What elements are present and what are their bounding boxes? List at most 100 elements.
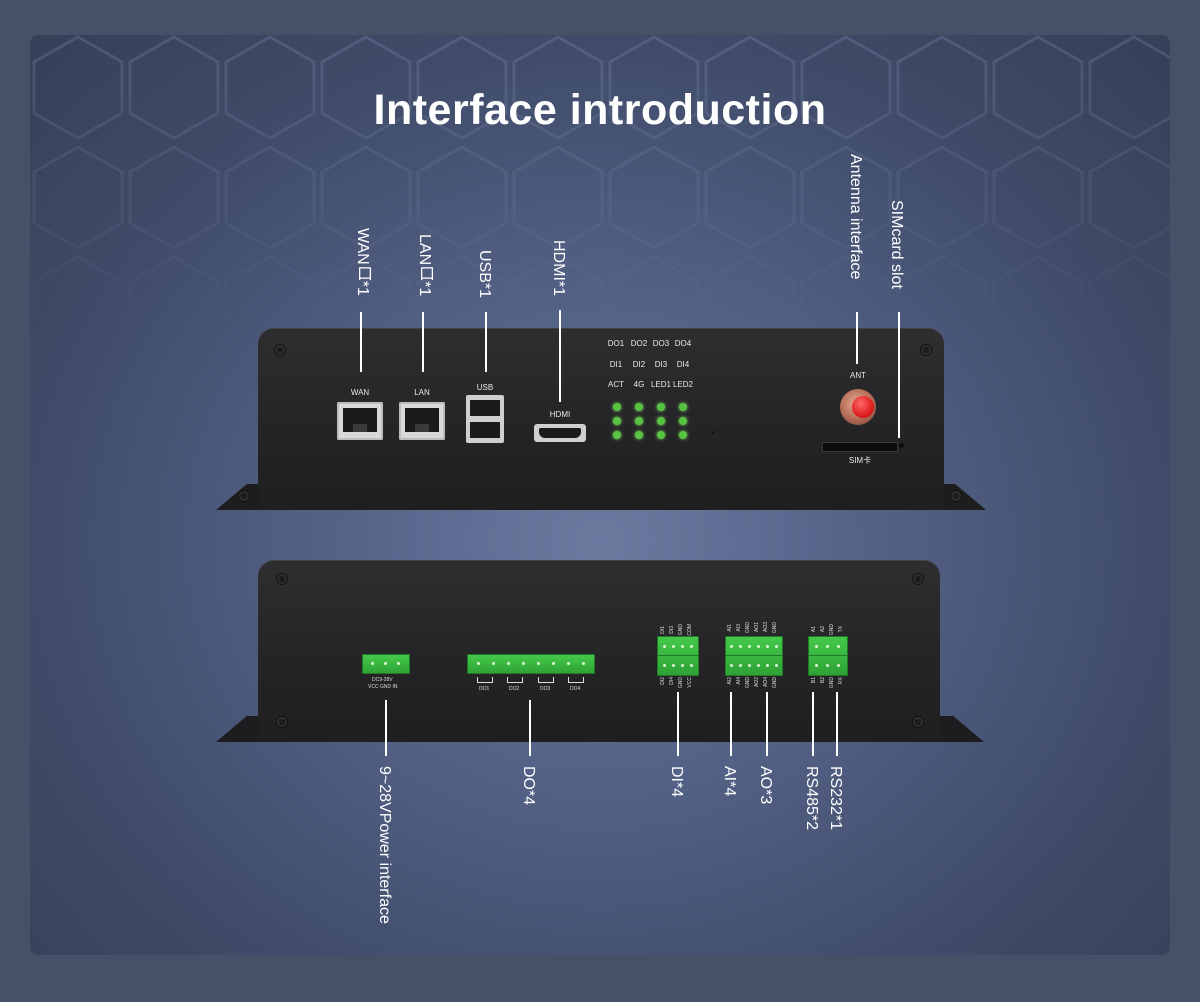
led-label: LED2 [672,380,693,389]
callout-do: DO*4 [520,766,537,806]
do-bracket [477,677,493,683]
callout-ao: AO*3 [757,766,774,805]
ai-pin-label: AO3 [763,622,769,633]
ai-pin-label: AI2 [727,677,733,685]
power-terminal [362,654,410,674]
led-indicator [679,417,687,425]
led-label: 4G [633,380,645,389]
rs-pin-label: RX [838,677,844,684]
callout-usb: USB*1 [476,250,493,299]
di-pin-label: DI3 [669,626,675,634]
di-pin-label: DI2 [660,677,666,685]
di-terminal [657,636,699,676]
callout-antenna: Antenna interface [847,154,864,280]
hdmi-port [534,424,586,442]
sim-label: SIM卡 [848,456,872,465]
led-label: DO4 [674,339,692,348]
led-indicator [635,403,643,411]
callout-hdmi: HDMI*1 [550,240,567,297]
do-bracket [568,677,584,683]
di-pin-label: GND [678,677,684,689]
callout-sim: SIMcard slot [888,200,905,289]
wan-port-label: WAN [350,388,370,397]
leader-line [812,692,814,756]
leader-line [677,692,679,756]
ai-pin-label: GND [745,677,751,689]
leader-line [360,312,362,372]
leader-line [856,312,858,364]
leader-line [836,692,838,756]
screw [274,344,286,356]
screw [912,573,924,585]
di-pin-label: DI4 [669,677,675,685]
leader-line [559,310,561,402]
di-pin-label: GND [678,624,684,636]
callout-rs232: RS232*1 [827,766,844,831]
reset-hole [711,431,714,434]
do-bracket [538,677,554,683]
leader-line [485,312,487,372]
led-indicator [657,403,665,411]
ai-pin-label: AI1 [727,624,733,632]
screw [912,716,924,728]
rs-pin-label: GND [829,624,835,636]
power-terminal-label: DC9-28V [372,677,393,683]
rs-pin-label: B1 [811,677,817,684]
sim-card-slot [822,442,898,452]
led-label: DO2 [630,339,648,348]
usb-port-label: USB [476,383,494,392]
led-label: ACT [608,380,624,389]
antenna-cap [852,396,874,418]
led-indicator [635,417,643,425]
rs-pin-label: GND [829,677,835,689]
leader-line [766,692,768,756]
rs-pin-label: B2 [820,677,826,684]
ai-pin-label: GND [772,622,778,634]
led-label: DI1 [609,360,623,369]
leader-line [422,312,424,372]
callout-wan: WAN口*1 [354,228,371,296]
callout-ai: AI*4 [721,766,738,797]
led-label: DI4 [676,360,690,369]
ai-pin-label: AO4 [763,677,769,688]
do-label: DO2 [509,686,520,692]
screw [920,344,932,356]
led-label: DI3 [654,360,668,369]
di-pin-label: COM [687,624,693,636]
callout-di: DI*4 [668,766,685,798]
leader-line [898,312,900,438]
sim-eject-hole [899,443,904,448]
led-indicator [613,431,621,439]
screw [276,573,288,585]
ant-label: ANT [850,371,866,380]
hdmi-port-label: HDMI [549,410,571,419]
do-terminal [467,654,595,674]
usb-port [466,395,504,443]
ai-pin-label: GND [772,677,778,689]
led-label: DI2 [632,360,646,369]
led-indicator [613,417,621,425]
ai-pin-label: AI4 [736,677,742,685]
leader-line [385,700,387,756]
do-bracket [507,677,523,683]
screw [276,716,288,728]
wan-port [337,402,383,440]
di-pin-label: VCC [687,677,693,688]
ai-ao-terminal [725,636,783,676]
di-pin-label: DI1 [660,626,666,634]
ai-pin-label: AI3 [736,624,742,632]
leader-line [730,692,732,756]
led-indicator [679,431,687,439]
led-label: DO3 [652,339,670,348]
callout-rs485: RS485*2 [803,766,820,831]
led-indicator [613,403,621,411]
led-indicator [657,417,665,425]
leader-line [529,700,531,756]
callout-lan: LAN口*1 [416,234,433,297]
page-title: Interface introduction [373,86,827,134]
hexagon-pattern [30,35,1170,335]
led-label: DO1 [607,339,625,348]
led-indicator [679,403,687,411]
callout-power: 9~28VPower interface [376,766,393,924]
rs-pin-label: TX [838,626,844,633]
